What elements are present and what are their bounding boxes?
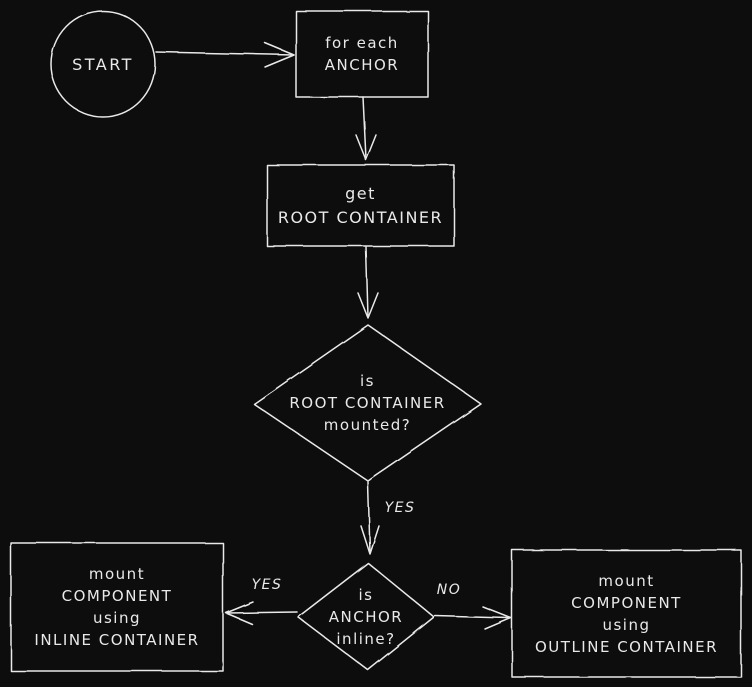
arrowhead-right-icon	[264, 42, 295, 68]
is-anchor-inline-diamond-shape	[297, 562, 435, 671]
edge-get-root-container-to-mounted-decision	[365, 246, 369, 318]
mount-inline-container-node-shape	[10, 542, 224, 672]
arrowhead-down-icon	[355, 134, 377, 161]
mount-outline-container-node-shape	[511, 549, 742, 678]
start-node-shape	[50, 10, 156, 118]
arrowhead-right-icon	[482, 606, 512, 630]
arrowhead-left-icon	[225, 601, 254, 625]
edge-inline-no-to-mount-outline	[434, 615, 510, 619]
flowchart-shapes	[10, 10, 742, 678]
for-each-anchor-node-shape	[295, 10, 429, 98]
get-root-container-node-shape	[266, 164, 455, 247]
edge-mounted-yes-to-inline-decision	[367, 481, 371, 554]
is-root-container-mounted-diamond-shape	[253, 324, 482, 482]
edge-inline-yes-to-mount-inline	[226, 611, 298, 614]
edge-start-to-for-each-anchor	[155, 51, 295, 56]
edge-for-each-anchor-to-get-root-container	[362, 96, 367, 160]
arrowhead-down-icon	[360, 525, 380, 555]
arrowhead-down-icon	[357, 292, 379, 319]
